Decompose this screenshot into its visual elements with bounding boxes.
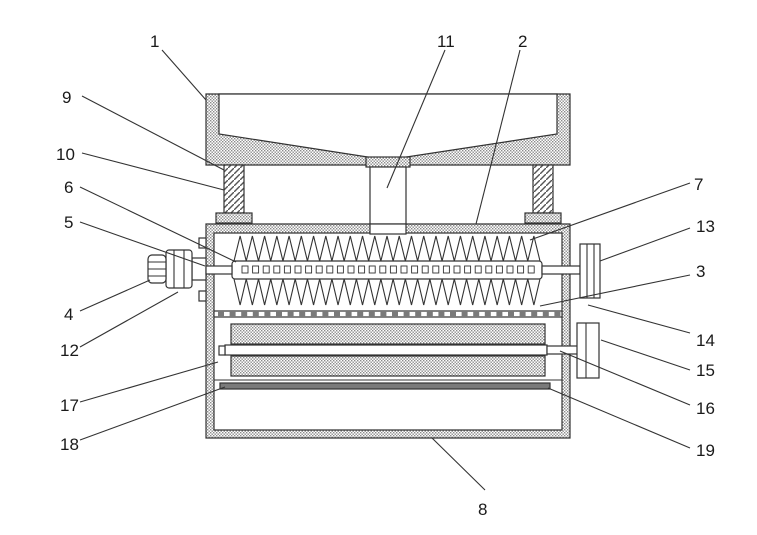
screen-hole [287,311,294,317]
label-11: 11 [437,32,455,51]
housing [205,223,571,439]
screen-hole [403,311,410,317]
screen-hole [357,311,364,317]
roller-slot [358,265,366,274]
roller-slot [379,265,387,274]
screen-hole [218,311,224,317]
label-4: 4 [64,305,73,324]
roller-slot [315,265,323,274]
label-6: 6 [64,178,73,197]
roller-slot [453,265,461,274]
grinding-rollers [218,323,581,377]
screen-hole [392,311,398,317]
pulley-assembly [576,243,601,379]
roller-slot [517,265,525,274]
screen-hole [542,311,549,317]
hopper [205,93,571,168]
motor [147,237,233,302]
label-8: 8 [478,500,487,519]
screen-hole [496,311,503,317]
label-13: 13 [696,217,715,236]
label-12: 12 [60,341,79,360]
part-labels: 1 2 3 4 5 6 7 8 9 10 11 12 13 14 15 16 1… [56,32,715,519]
screen-hole [438,311,445,317]
screen-hole [334,311,340,317]
roller-slot [294,265,302,274]
screen-hole [484,311,491,317]
roller-slot [432,265,440,274]
label-2: 2 [518,32,527,51]
label-10: 10 [56,145,75,164]
screen-hole [473,311,480,317]
screen-hole [241,311,248,317]
label-1: 1 [150,32,159,51]
screen-hole [461,311,468,317]
screen-hole [508,311,514,317]
roller-slot [474,265,482,274]
label-17: 17 [60,396,79,415]
roller-slot [241,265,249,274]
screen-hole [519,311,526,317]
screen-hole [322,311,329,317]
roller-slot [273,265,281,274]
leader-lines [79,49,691,491]
screen-hole [299,311,306,317]
screen-hole [252,311,259,317]
label-15: 15 [696,361,715,380]
screen-hole [368,311,375,317]
roller-slot [442,265,450,274]
label-7: 7 [694,175,703,194]
spring-left [215,164,253,224]
crushing-roller [231,235,581,306]
roller-slot [336,265,344,274]
roller-slot [400,265,408,274]
screen-hole [276,311,282,317]
roller-slot [252,265,260,274]
screen-hole [310,311,317,317]
roller-slot [262,265,270,274]
screen-hole [345,311,352,317]
label-19: 19 [696,441,715,460]
label-3: 3 [696,262,705,281]
roller-slot [464,265,472,274]
screen-hole [415,311,422,317]
label-5: 5 [64,213,73,232]
roller-slot [527,265,535,274]
roller-slot [326,265,334,274]
label-16: 16 [696,399,715,418]
screen-hole [450,311,456,317]
roller-slot [421,265,429,274]
spring-right [524,164,562,224]
roller-slot [389,265,397,274]
screen-plate [213,310,563,318]
roller-slot [305,265,313,274]
roller-slot [347,265,355,274]
screen-hole [426,311,433,317]
label-18: 18 [60,435,79,454]
roller-slot [283,265,291,274]
screen-hole [531,311,538,317]
label-9: 9 [62,88,71,107]
screen-hole [264,311,271,317]
roller-slot [485,265,493,274]
roller-slot [411,265,419,274]
roller-slot [495,265,503,274]
roller-slot [368,265,376,274]
feed-tube [369,166,407,234]
screen-hole [229,311,236,317]
collecting-plate [214,379,562,390]
label-14: 14 [696,331,715,350]
screen-hole [554,311,561,317]
screen-hole [380,311,387,317]
roller-slot [506,265,514,274]
